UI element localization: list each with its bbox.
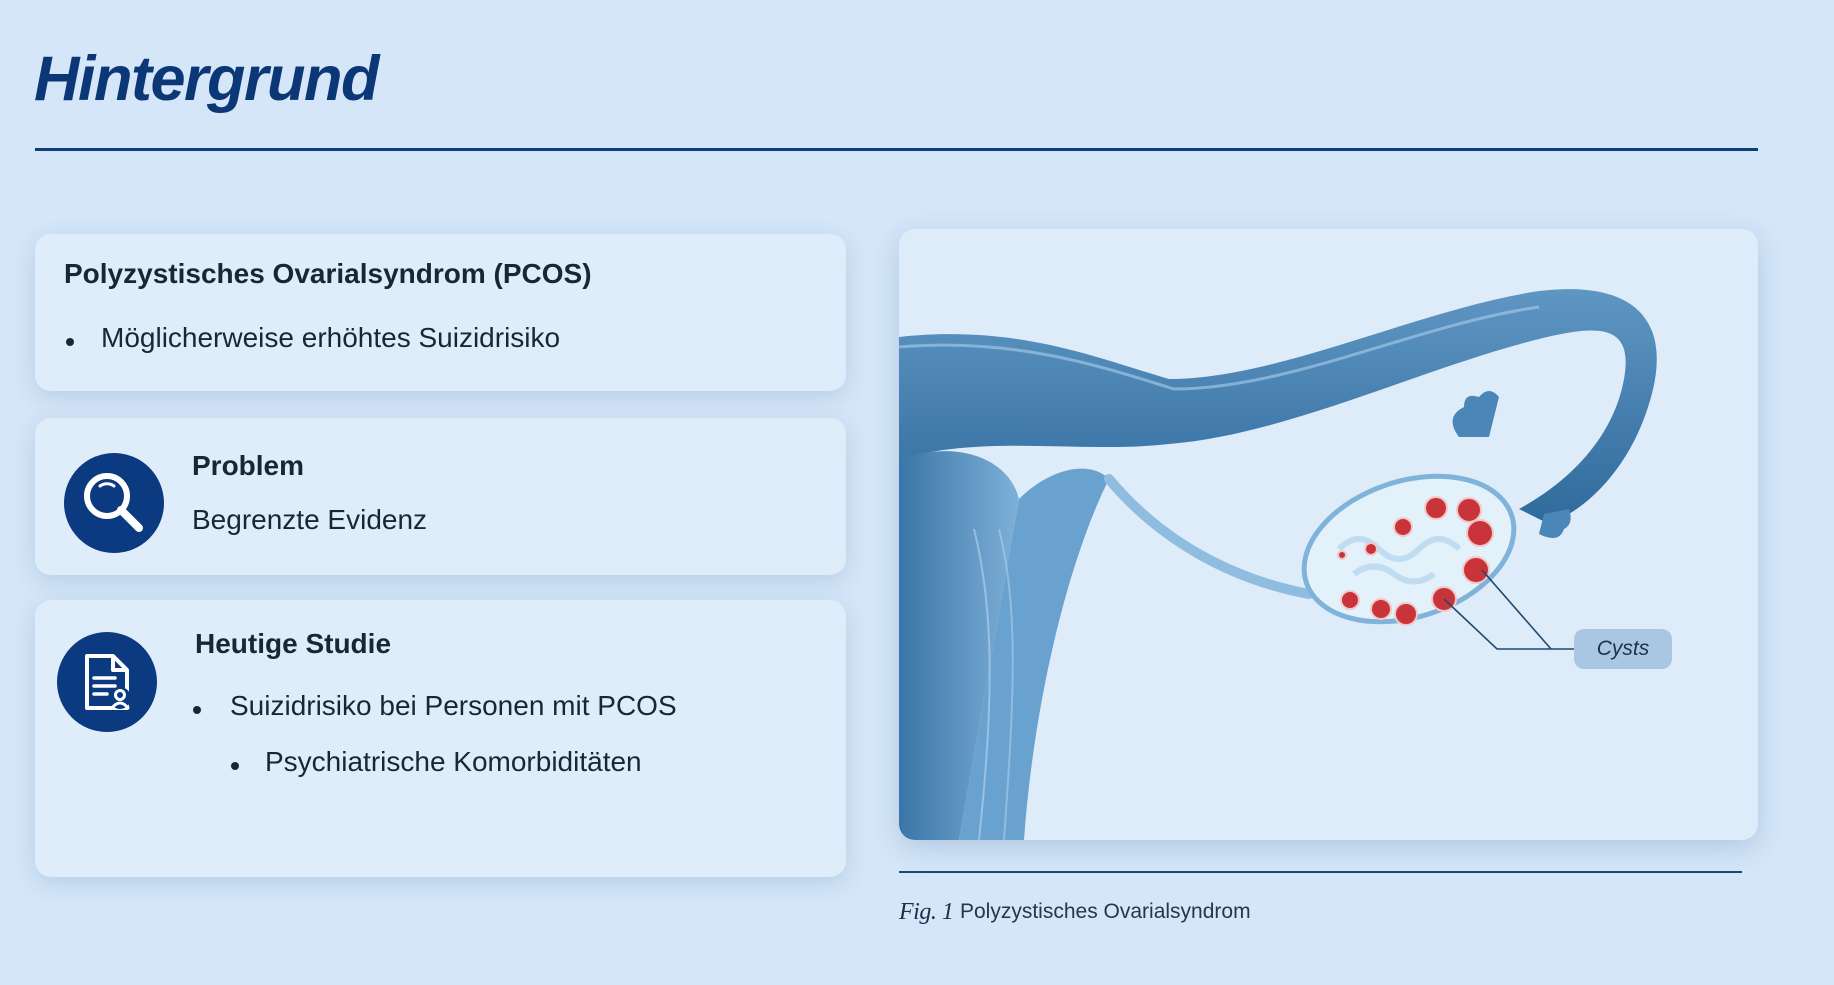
bullet-dot bbox=[231, 762, 239, 770]
figure-label: Fig. 1 bbox=[899, 899, 954, 925]
title-divider bbox=[35, 148, 1758, 151]
study-heading: Heutige Studie bbox=[195, 628, 392, 659]
problem-card: Problem Begrenzte Evidenz bbox=[35, 418, 846, 575]
bullet-dot bbox=[193, 706, 201, 714]
document-user-icon bbox=[57, 632, 157, 732]
figure-panel: Cysts bbox=[899, 229, 1758, 840]
study-bullet: Suizidrisiko bei Personen mit PCOS bbox=[230, 690, 677, 721]
ovary-illustration bbox=[899, 289, 1657, 840]
cysts-annotation: Cysts bbox=[1574, 629, 1672, 669]
bullet-dot bbox=[66, 338, 74, 346]
figure-caption: Polyzystisches Ovarialsyndrom bbox=[960, 900, 1251, 923]
pcos-bullet: Möglicherweise erhöhtes Suizidrisiko bbox=[101, 322, 561, 353]
search-icon bbox=[64, 453, 164, 553]
pcos-heading: Polyzystisches Ovarialsyndrom (PCOS) bbox=[64, 258, 592, 289]
pcos-card: Polyzystisches Ovarialsyndrom (PCOS) Mög… bbox=[35, 234, 846, 391]
slide-title: Hintergrund bbox=[34, 44, 379, 114]
problem-text: Begrenzte Evidenz bbox=[192, 504, 428, 535]
problem-heading: Problem bbox=[192, 450, 305, 481]
figure-divider bbox=[899, 871, 1742, 873]
study-card: Heutige Studie Suizidrisiko bei Personen… bbox=[35, 600, 846, 877]
study-sub-bullet: Psychiatrische Komorbiditäten bbox=[265, 746, 642, 777]
